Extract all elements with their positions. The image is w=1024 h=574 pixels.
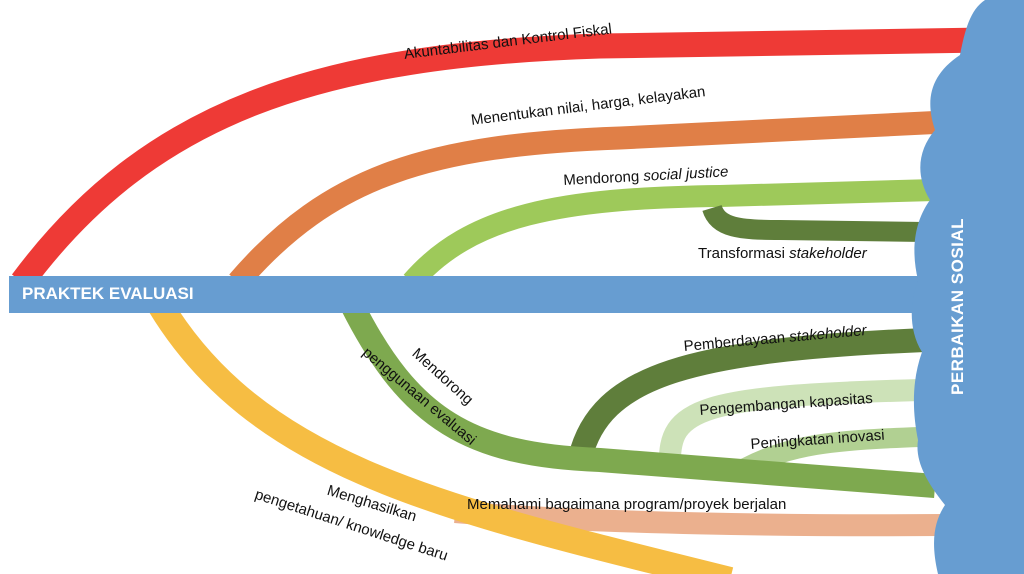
flow-pemberdayaan: [568, 328, 926, 462]
flow-transformasi: [702, 204, 926, 242]
target-label: PERBAIKAN SOSIAL: [948, 217, 967, 395]
flow-menentukan: [229, 110, 946, 290]
label-transformasi: Transformasi stakeholder: [698, 245, 867, 262]
label-memahami: Memahami bagaimana program/proyek berjal…: [467, 496, 787, 513]
label-transformasi-text: Transformasi: [698, 245, 790, 262]
flow-penggunaan: [341, 299, 936, 498]
source-bar: [9, 276, 1024, 313]
flow-akuntabilitas: [11, 27, 986, 290]
source-label: PRAKTEK EVALUASI: [22, 284, 194, 303]
flow-menghasilkan: [148, 298, 734, 574]
flow-social-justice: [403, 179, 936, 290]
label-transformasi-italic: stakeholder: [789, 245, 867, 262]
target-cloud: [911, 0, 1024, 574]
flow-kapasitas: [658, 379, 921, 466]
